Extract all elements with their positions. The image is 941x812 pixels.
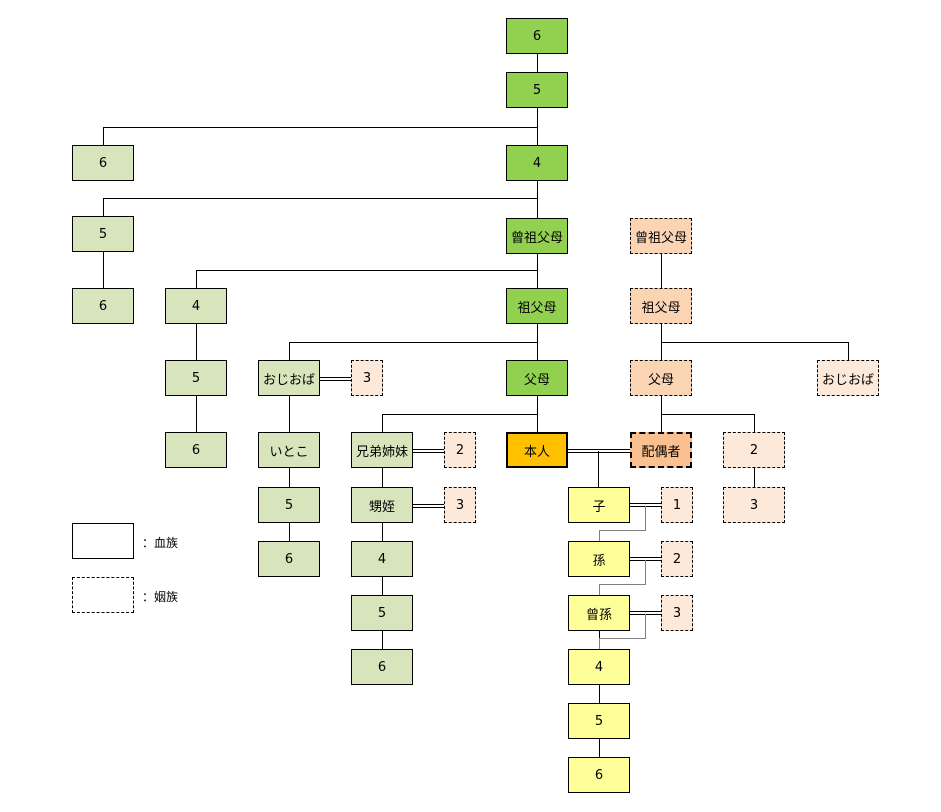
ancestor-5: 5 <box>506 72 568 108</box>
ancestor-6: 6 <box>506 18 568 54</box>
collateral-5: 5 <box>72 216 134 252</box>
great-grandchild-spouse: 3 <box>661 595 693 631</box>
descendant-4: 4 <box>568 649 630 685</box>
legend-affinity-label: ：姻族 <box>142 590 179 604</box>
legend-blood-swatch <box>72 523 134 559</box>
nephew-niece-spouse: 3 <box>444 487 476 523</box>
descendant-5: 5 <box>568 703 630 739</box>
spouse-uncle-aunt: おじおば <box>817 360 879 396</box>
legend-affinity-swatch <box>72 577 134 613</box>
self: 本人 <box>506 432 568 468</box>
cousin: いとこ <box>258 432 320 468</box>
child: 子 <box>568 487 630 523</box>
spouse-grandparents: 祖父母 <box>630 288 692 324</box>
great-grandparents: 曾祖父母 <box>506 218 568 254</box>
spouse-parents: 父母 <box>630 360 692 396</box>
spouse-siblings-child: 3 <box>723 487 785 523</box>
uncle-aunt-spouse: 3 <box>351 360 383 396</box>
collateral-6: 6 <box>72 145 134 181</box>
collateral-6: 6 <box>72 288 134 324</box>
collateral-4: 4 <box>165 288 227 324</box>
siblings: 兄弟姉妹 <box>351 432 413 468</box>
grandparents: 祖父母 <box>506 288 568 324</box>
siblings-spouse: 2 <box>444 432 476 468</box>
nephew-niece: 甥姪 <box>351 487 413 523</box>
spouse-siblings: 2 <box>723 432 785 468</box>
spouse: 配偶者 <box>630 432 692 468</box>
spouse-great-grandparents: 曾祖父母 <box>630 218 692 254</box>
descendant-6: 6 <box>568 757 630 793</box>
cousin-grandchild: 6 <box>258 541 320 577</box>
grandchild: 孫 <box>568 541 630 577</box>
uncle-aunt: おじおば <box>258 360 320 396</box>
parents: 父母 <box>506 360 568 396</box>
child-spouse: 1 <box>661 487 693 523</box>
collateral-4: 4 <box>351 541 413 577</box>
collateral-5: 5 <box>351 595 413 631</box>
collateral-6: 6 <box>165 432 227 468</box>
cousin-child: 5 <box>258 487 320 523</box>
great-grandchild: 曾孫 <box>568 595 630 631</box>
grandchild-spouse: 2 <box>661 541 693 577</box>
legend-blood-label: ：血族 <box>142 536 179 550</box>
ancestor-4: 4 <box>506 145 568 181</box>
collateral-5: 5 <box>165 360 227 396</box>
collateral-6: 6 <box>351 649 413 685</box>
